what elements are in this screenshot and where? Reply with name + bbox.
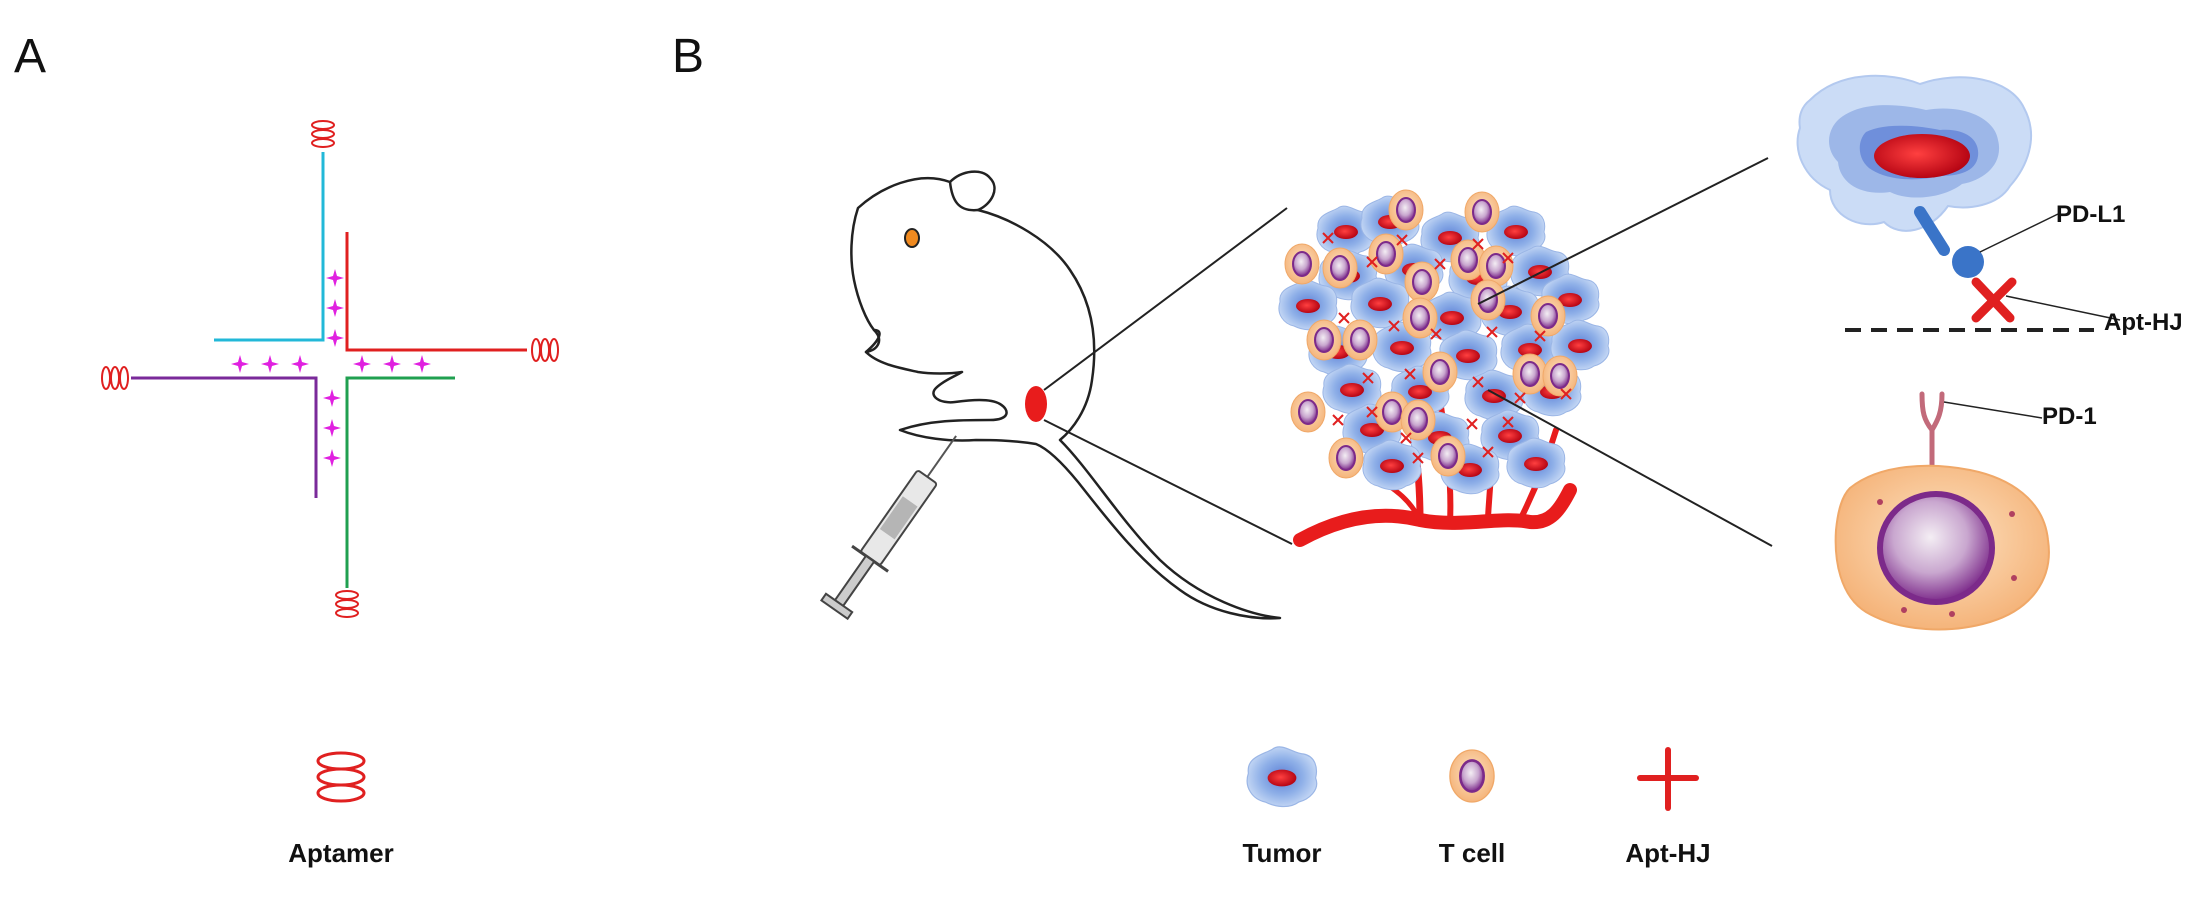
green-strand <box>345 376 455 588</box>
cyan-strand <box>214 152 325 342</box>
zoom-line-detail-lower <box>1487 389 1773 547</box>
aptamer-legend-icon <box>316 751 366 803</box>
zoom-line-lower <box>1043 419 1293 545</box>
aptamer-top <box>311 120 335 148</box>
base-pairs <box>231 269 431 467</box>
pd-1-receptor <box>1919 391 1945 472</box>
panel-a-label: A <box>14 30 46 83</box>
t-cell-large <box>1834 464 2050 631</box>
tumor-microenvironment <box>1278 189 1610 547</box>
panel-b-label: B <box>672 30 704 83</box>
apt-hj-label: Apt-HJ <box>2104 309 2183 336</box>
syringe-icon <box>819 435 957 621</box>
pd-1-label: PD-1 <box>2042 403 2097 430</box>
purple-strand <box>131 376 318 498</box>
tumor-cell-large <box>1796 74 2033 232</box>
zoom-line-upper <box>1043 207 1288 391</box>
mouse-tumor <box>1025 386 1047 422</box>
aptamer-left <box>101 366 129 390</box>
holliday-junction-diagram <box>101 120 559 618</box>
legend-apt-hj-icon <box>1637 747 1699 811</box>
legend-tumor-label: Tumor <box>1243 838 1322 868</box>
legend-apt-hj-label: Apt-HJ <box>1625 838 1710 868</box>
aptamer-legend-label: Aptamer <box>288 838 393 868</box>
pd-1-leader <box>1943 401 2043 419</box>
pd-l1-receptor <box>1914 206 1984 278</box>
aptamer-bottom <box>335 590 359 618</box>
zoom-line-detail-upper <box>1477 157 1769 305</box>
pd-l1-label: PD-L1 <box>2056 201 2125 228</box>
legend-tcell-label: T cell <box>1439 838 1505 868</box>
pd-l1-leader <box>1979 213 2059 253</box>
mouse-eye <box>904 228 920 248</box>
legend-tcell-icon <box>1448 748 1496 804</box>
mouse-illustration <box>850 170 1282 620</box>
apt-hj-blocker-icon <box>1971 277 2017 323</box>
legend-tumor-icon <box>1246 746 1318 808</box>
apt-hj-leader <box>2005 295 2121 321</box>
red-strand <box>345 232 527 352</box>
aptamer-right <box>531 338 559 362</box>
